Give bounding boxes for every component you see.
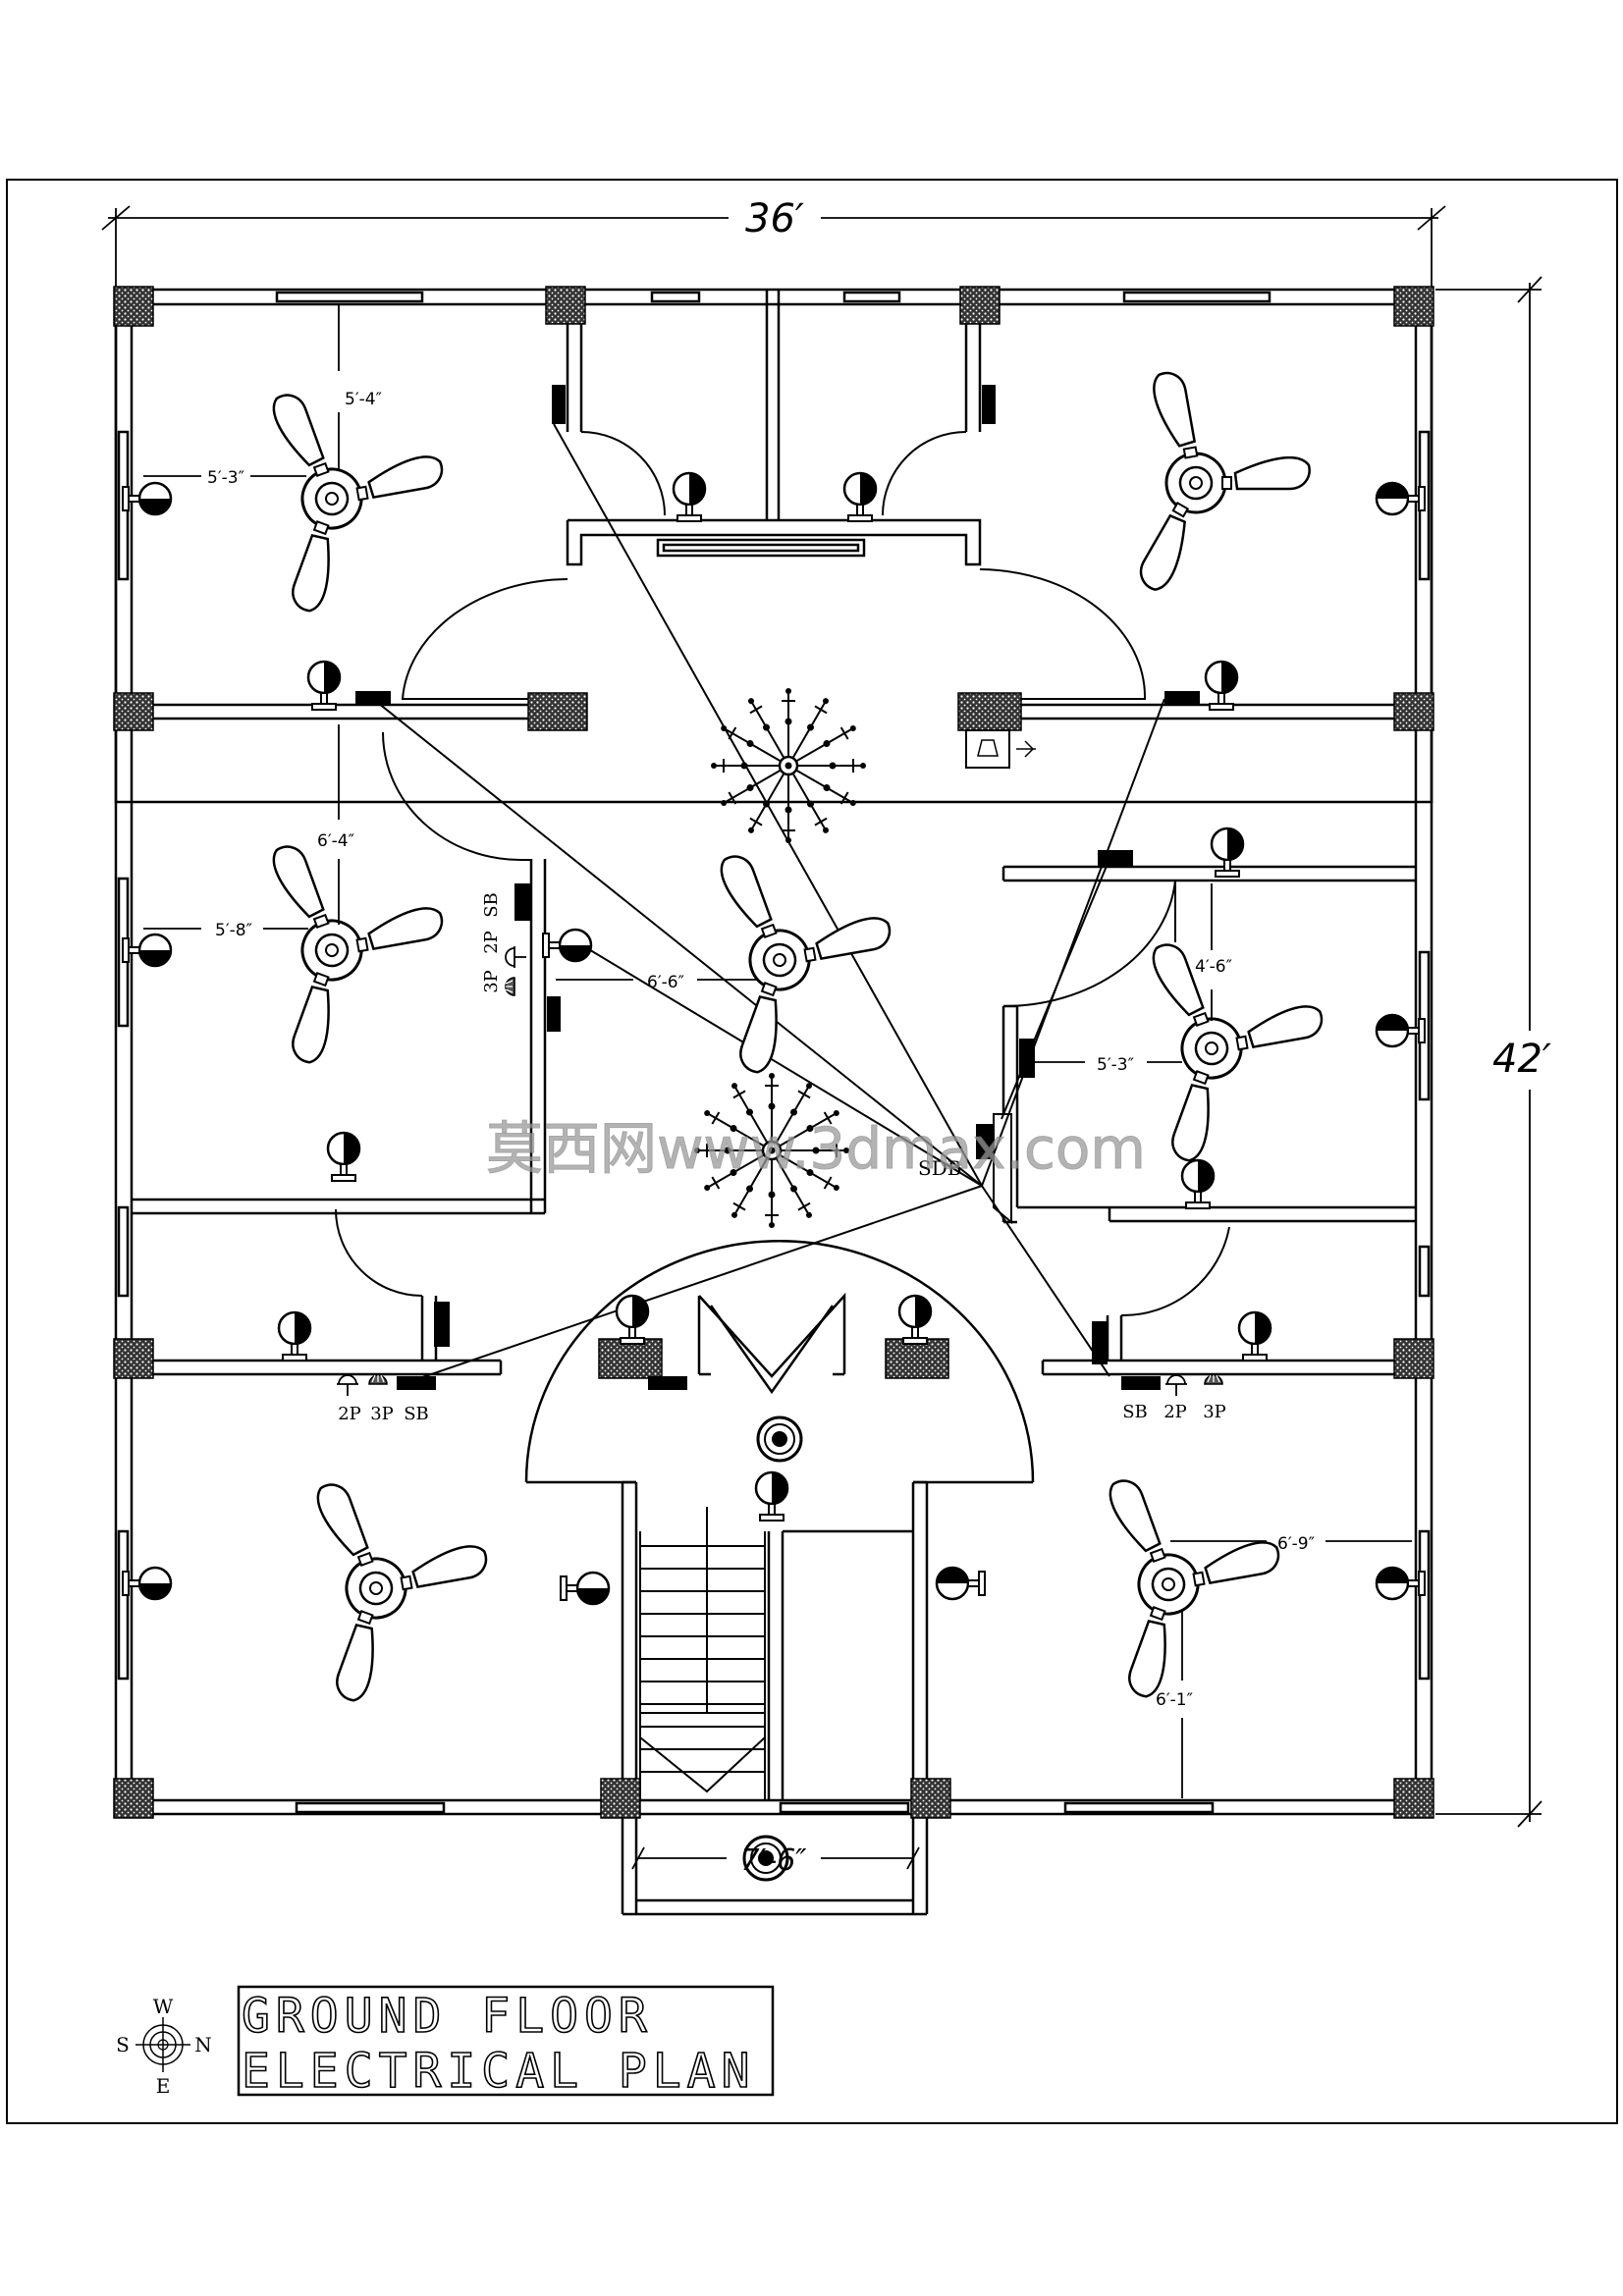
title-line-2: ELECTRICAL PLAN	[242, 2044, 755, 2099]
dim-mr-horz: 5′-3″	[1097, 1055, 1134, 1075]
ceiling-fan-icon	[264, 1442, 520, 1712]
wall-light-icon	[121, 481, 173, 516]
switchboard-icon	[355, 691, 391, 705]
wall-light-icon	[897, 1294, 933, 1346]
compass-n: N	[194, 2033, 212, 2056]
wall-light-icon	[935, 1566, 987, 1601]
sb-label-right: SB	[1122, 1402, 1148, 1422]
compass-e: E	[156, 2074, 171, 2098]
watermark: 莫西网www.3dmax.com	[486, 1115, 1146, 1182]
switchboard-icon	[514, 883, 530, 921]
dim-mr-vert: 4′-6″	[1195, 957, 1232, 977]
wall-light-icon	[1210, 827, 1245, 879]
dim-ml-vert: 6′-4″	[317, 831, 354, 851]
switchboard-icon	[1164, 691, 1200, 705]
switchboard-icon	[397, 1376, 436, 1390]
dim-tl-vert: 5′-4″	[345, 390, 382, 409]
ceiling-light-icon	[756, 1415, 803, 1463]
staircase	[639, 1507, 766, 1801]
switchboard-icon	[547, 996, 561, 1032]
switchboard-icon	[982, 385, 996, 424]
switchboard-icon	[552, 385, 566, 424]
wall-light-icon	[1375, 1566, 1427, 1601]
switchboard-icon	[648, 1376, 687, 1390]
wall-light-icon	[1204, 660, 1239, 712]
switchboard-icon	[976, 1124, 994, 1159]
wall-light-icon	[1180, 1158, 1216, 1210]
walls	[114, 288, 1434, 1916]
columns	[113, 286, 1434, 1819]
wall-light-icon	[1375, 481, 1427, 516]
wall-light-icon	[559, 1571, 611, 1606]
3p-label-right: 3P	[1203, 1402, 1226, 1422]
wall-light-icon	[1237, 1310, 1272, 1362]
title-block: GROUND FLOOR ELECTRICAL PLAN	[237, 1985, 775, 2100]
switchboard-icon	[434, 1302, 450, 1347]
switchboard-icon	[1092, 1321, 1108, 1364]
title-line-1: GROUND FLOOR	[242, 1989, 653, 2044]
door-swings	[335, 422, 1230, 1317]
wall-light-icon	[842, 471, 878, 523]
2p-label-vert: 2P	[481, 931, 502, 954]
ceiling-fan-icon	[1056, 1438, 1313, 1708]
compass-s: S	[116, 2033, 130, 2056]
dim-br-horz: 6′-9″	[1277, 1534, 1315, 1554]
dim-stair-width: 7′-6″	[740, 1843, 807, 1878]
dim-tl-horz: 5′-3″	[207, 468, 244, 488]
dimension-lines	[101, 205, 1542, 1870]
compass-icon	[135, 2017, 190, 2072]
switchboard-icons	[355, 385, 1200, 1390]
wall-light-icon	[672, 471, 707, 523]
chandelier-icon	[711, 688, 866, 843]
2p-label-right: 2P	[1163, 1402, 1187, 1422]
wall-light-icon	[121, 1566, 173, 1601]
sheet-border	[6, 179, 1618, 2124]
sb-label-vert: SB	[481, 892, 502, 918]
dim-br-vert: 6′-1″	[1156, 1690, 1193, 1710]
switchboard-icon	[1121, 1376, 1161, 1390]
overall-height-label: 42′	[1492, 1037, 1551, 1082]
wall-light-icon	[121, 933, 173, 968]
wall-light-icon	[541, 928, 593, 963]
sdb-label: SDB	[918, 1156, 961, 1180]
3p-label-left: 3P	[370, 1404, 394, 1424]
wall-light-icon	[277, 1310, 312, 1362]
dim-ml-horz: 5′-8″	[215, 921, 252, 940]
wall-light-icon	[326, 1131, 361, 1183]
2p-label-left: 2P	[338, 1404, 361, 1424]
overall-width-label: 36′	[745, 196, 804, 241]
wall-light-icon	[306, 660, 342, 712]
compass-w: W	[153, 1995, 174, 2018]
ceiling-fan-icon	[1100, 351, 1328, 599]
3p-label-vert: 3P	[481, 970, 502, 993]
sb-label-left: SB	[404, 1404, 429, 1424]
dim-center-horz: 6′-6″	[647, 973, 684, 992]
wall-light-icon	[615, 1294, 650, 1346]
electrical-labels: SDB SB 2P 3P SB 2P 3P SB 2P 3P	[338, 892, 1226, 1424]
wall-light-icon	[754, 1470, 789, 1522]
dimension-labels: 36′ 42′ 5′-4″ 5′-3″ 6′-4″ 5′-8″ 6′-6″ 4′…	[207, 196, 1551, 1878]
wall-light-icon	[1375, 1013, 1427, 1048]
